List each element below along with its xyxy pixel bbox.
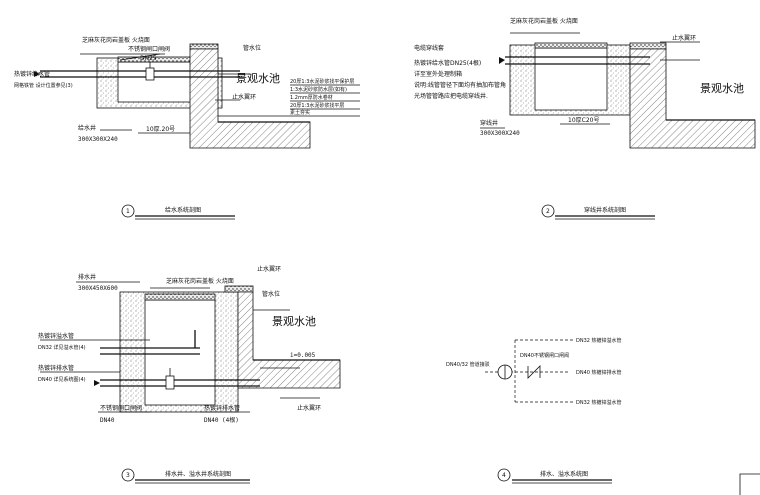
layer-label-1: 1:3水泥砂浆防水层(如有) <box>290 86 347 93</box>
drain-well-chamber <box>144 299 216 406</box>
note1-label-2: 说明:线管管径下面均有抽加布管角 <box>414 81 506 89</box>
supply-well-cover <box>117 56 197 63</box>
valve-label-1: 不锈钢闸口闸阀 <box>128 45 170 53</box>
drain-well-cover <box>144 293 216 301</box>
section-number-badge-4 <box>497 468 511 482</box>
arrow-left-icon-2 <box>499 57 505 64</box>
section-title-2: 穿线井系统剖图 <box>584 206 626 214</box>
note2-label-2: 光场管管路应把电缆穿线井. <box>414 92 488 100</box>
well-size-label-3: 300X450X600 <box>78 285 118 292</box>
pipe2-label-2: 详至室外处理制箱 <box>414 70 462 78</box>
well-size-label-1: 300X300X240 <box>78 136 118 143</box>
drain2-label-3: 热镀锌排水管 <box>204 404 240 412</box>
pool-coping-1 <box>189 43 219 50</box>
supply-well-chamber <box>117 61 197 103</box>
leader-cover-1b <box>119 53 161 61</box>
water-level-label-1: 管水位 <box>243 44 261 52</box>
slope-label-3: i=0.005 <box>290 352 316 359</box>
well-label-2: 穿线井 <box>480 119 498 127</box>
well-label-1: 给水井 <box>78 124 96 132</box>
cover-label-1: 芝麻灰花岗岩盖板 火烧面 <box>82 36 150 44</box>
pool-coping-3 <box>224 285 254 293</box>
arrow-left-icon-3 <box>94 380 100 386</box>
sheet-frame-corner <box>739 473 760 495</box>
overflow-dn-label-3: DN32 详见溢水管(4) <box>38 344 86 351</box>
valve-dn-label-3: DN40 <box>100 417 115 424</box>
drain-pipe-label-3: 热镀锌排水管 <box>38 364 74 372</box>
cover-label-3: 芝麻灰花岗岩盖板 火烧面 <box>166 277 234 285</box>
section-number-1: 1 <box>126 208 130 215</box>
section-number-4: 4 <box>502 472 506 479</box>
pool-label-3: 景观水池 <box>272 315 316 328</box>
supply-note-label: 网格铁管 设计位置参见(3) <box>14 82 73 89</box>
system-mid-label: DN40不锈钢闸口闸阀 <box>520 352 569 359</box>
section-title-1: 给水系统剖图 <box>165 206 201 214</box>
system-right-label: DN40 热镀锌排水管 <box>576 369 622 376</box>
section-3-drain-overflow: 排水井 300X450X600 芝麻灰花岗岩盖板 火烧面 止水翼环 管水位 景观… <box>38 265 341 484</box>
dn-label-1: DN25 <box>140 55 157 62</box>
layer-label-4: 素土夯实 <box>290 109 310 116</box>
pool-label-2: 景观水池 <box>700 82 744 95</box>
slope-label-1: 10厚.20号 <box>146 126 175 133</box>
cable-label-2: 电缆穿线套 <box>414 44 444 52</box>
layer-label-0: 20厚1:3水泥砂浆找平保护层 <box>290 78 354 85</box>
stop-label-3: 止水翼环 <box>257 265 281 273</box>
section-1-water-supply: 热镀锌给水管 网格铁管 设计位置参见(3) 芝麻灰花岗岩盖板 火烧面 不锈钢闸口… <box>14 36 360 220</box>
stop-label-2: 止水翼环 <box>672 34 696 42</box>
section-2-cable-well: 芝麻灰花岗岩盖板 火烧面 止水翼环 电缆穿线套 热镀锌给水管DN25(4根) 详… <box>414 17 756 220</box>
system-valve-icon <box>527 365 541 379</box>
pool-wall-3 <box>237 291 341 389</box>
section-title-4: 排水、溢水系统图 <box>540 470 588 478</box>
section-number-2: 2 <box>546 208 550 215</box>
section-4-system-diagram: DN40/32 管道接驳 DN40不锈钢闸口闸阀 DN32 热镀锌溢水管 DN4… <box>446 337 622 484</box>
section-number-3: 3 <box>126 472 130 479</box>
section-title-3: 排水井、溢水井系统剖图 <box>165 470 231 478</box>
valve-label-3: 不锈钢闸口闸阀 <box>100 404 142 412</box>
pool-coping-2 <box>629 42 667 50</box>
water-level-label-3: 管水位 <box>262 290 280 298</box>
valve-1-icon <box>145 67 155 81</box>
section-number-badge-1 <box>121 204 135 218</box>
system-top-label: DN32 热镀锌溢水管 <box>576 337 622 344</box>
section-number-badge-3 <box>121 468 135 482</box>
pool-label-1: 景观水池 <box>236 72 280 85</box>
well-label-3: 排水井 <box>78 273 96 281</box>
cover-label-2: 芝麻灰花岗岩盖板 火烧面 <box>510 17 578 25</box>
system-bottom-label: DN32 热镀锌溢水管 <box>576 399 622 406</box>
drain2-dn-label-3: DN40 (4根) <box>204 416 239 424</box>
layer-label-2: 1.2mm厚防水卷材 <box>290 94 333 101</box>
section-number-badge-2 <box>541 204 555 218</box>
arrow-left-icon <box>34 71 40 77</box>
layer-label-3: 20厚1:3水泥砂浆找平层 <box>290 102 344 109</box>
stop2-label-3: 止水翼环 <box>297 404 321 412</box>
drain-dn-label-3: DN40 详见系统图(4) <box>38 376 86 383</box>
well-size-label-2: 300X300X240 <box>480 130 520 137</box>
cable-well-chamber <box>534 47 608 111</box>
slope-label-2: 10厚C20号 <box>568 117 599 124</box>
cable-well-cover <box>534 42 608 49</box>
pipe-label-2: 热镀锌给水管DN25(4根) <box>414 59 481 67</box>
supply-pipe-label: 热镀锌给水管 <box>14 70 50 78</box>
system-left-label: DN40/32 管道接驳 <box>446 361 490 368</box>
waterproof-label-1: 止水翼环 <box>232 93 256 101</box>
valve-3-icon <box>165 375 175 390</box>
overflow-pipe-label-3: 热镀锌溢水管 <box>38 332 74 340</box>
